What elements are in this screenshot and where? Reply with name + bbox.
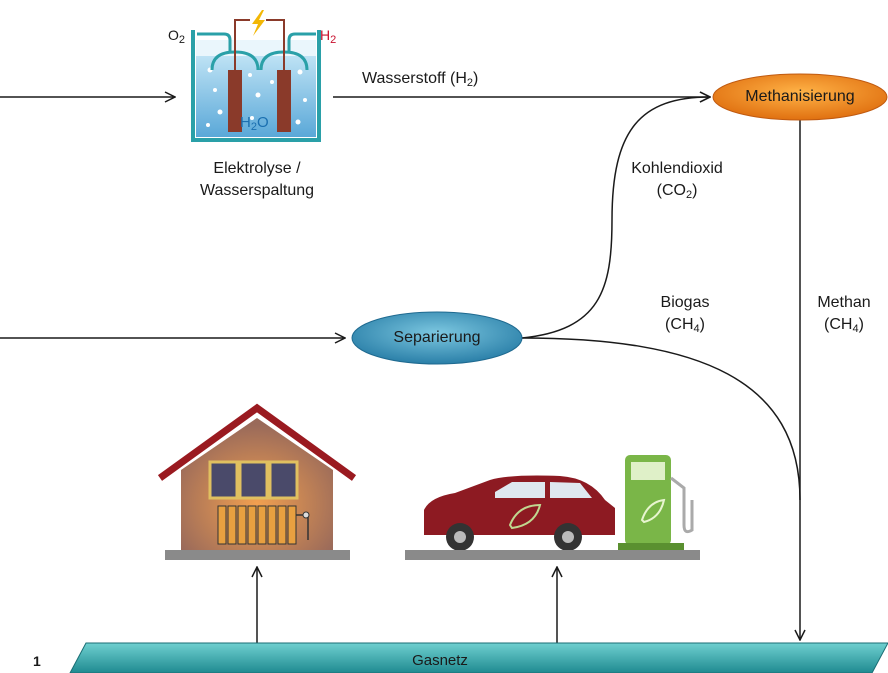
figure-number: 1 [33,650,41,672]
h2o-label: H2O [240,112,269,134]
lightning-icon [252,10,265,36]
h2-label: H2 [320,24,336,46]
separierung-shape [351,311,523,365]
h2-text: H [320,27,331,43]
methane-line2: (CH [824,316,853,333]
hydrogen-label: Wasserstoff (H2) [362,68,478,90]
h2-sub: 2 [330,34,337,46]
biogas-line1: Biogas [660,294,710,311]
h2o-text: H [240,114,251,131]
co2-sub: 2 [685,189,693,201]
hydrogen-tail: ) [473,70,479,87]
o2-text: O [168,27,179,43]
methane-tail: ) [858,316,864,333]
biogas-label: Biogas (CH4) [661,292,710,336]
electrolysis-label: Elektrolyse / Wasserspaltung [200,158,314,202]
co2-arrow [521,97,710,339]
o2-label: O2 [168,24,185,46]
co2-tail: ) [692,182,698,199]
biogas-line2: (CH [665,316,694,333]
h2o-sub: 2 [250,121,257,133]
o2-sub: 2 [178,34,186,46]
co2-label: Kohlendioxid (CO2) [631,158,723,202]
methane-line1: Methan [817,294,871,311]
separierung-node: Separierung [352,312,522,364]
electrolysis-cell [191,10,321,142]
electrolysis-label-line1: Elektrolyse / [213,160,301,177]
gasnetz-label: Gasnetz [412,651,468,669]
biogas-sub: 4 [693,323,700,335]
electrolysis-label-line2: Wasserspaltung [199,182,315,199]
co2-line1: Kohlendioxid [631,160,723,177]
co2-line2: (CO [656,182,686,199]
separierung-label: Separierung [393,329,481,346]
gasnetz-node: Gasnetz [380,648,500,672]
fuel-pump-icon [610,455,700,560]
methanisierung-label: Methanisierung [745,88,855,105]
hydrogen-text: Wasserstoff (H [362,70,467,87]
methane-sub: 4 [852,323,859,335]
methane-label: Methan (CH4) [817,292,870,336]
methanisierung-shape [712,73,888,121]
biogas-tail: ) [699,316,705,333]
biogas-arrow [521,337,801,501]
gasnetz-pipe [69,642,888,673]
car-icon [405,475,620,560]
figure-number-text: 1 [33,653,41,669]
h2o-tail: O [256,114,269,131]
methanisierung-node: Methanisierung [713,74,887,120]
house-icon [157,403,357,560]
hydrogen-sub: 2 [466,77,474,89]
